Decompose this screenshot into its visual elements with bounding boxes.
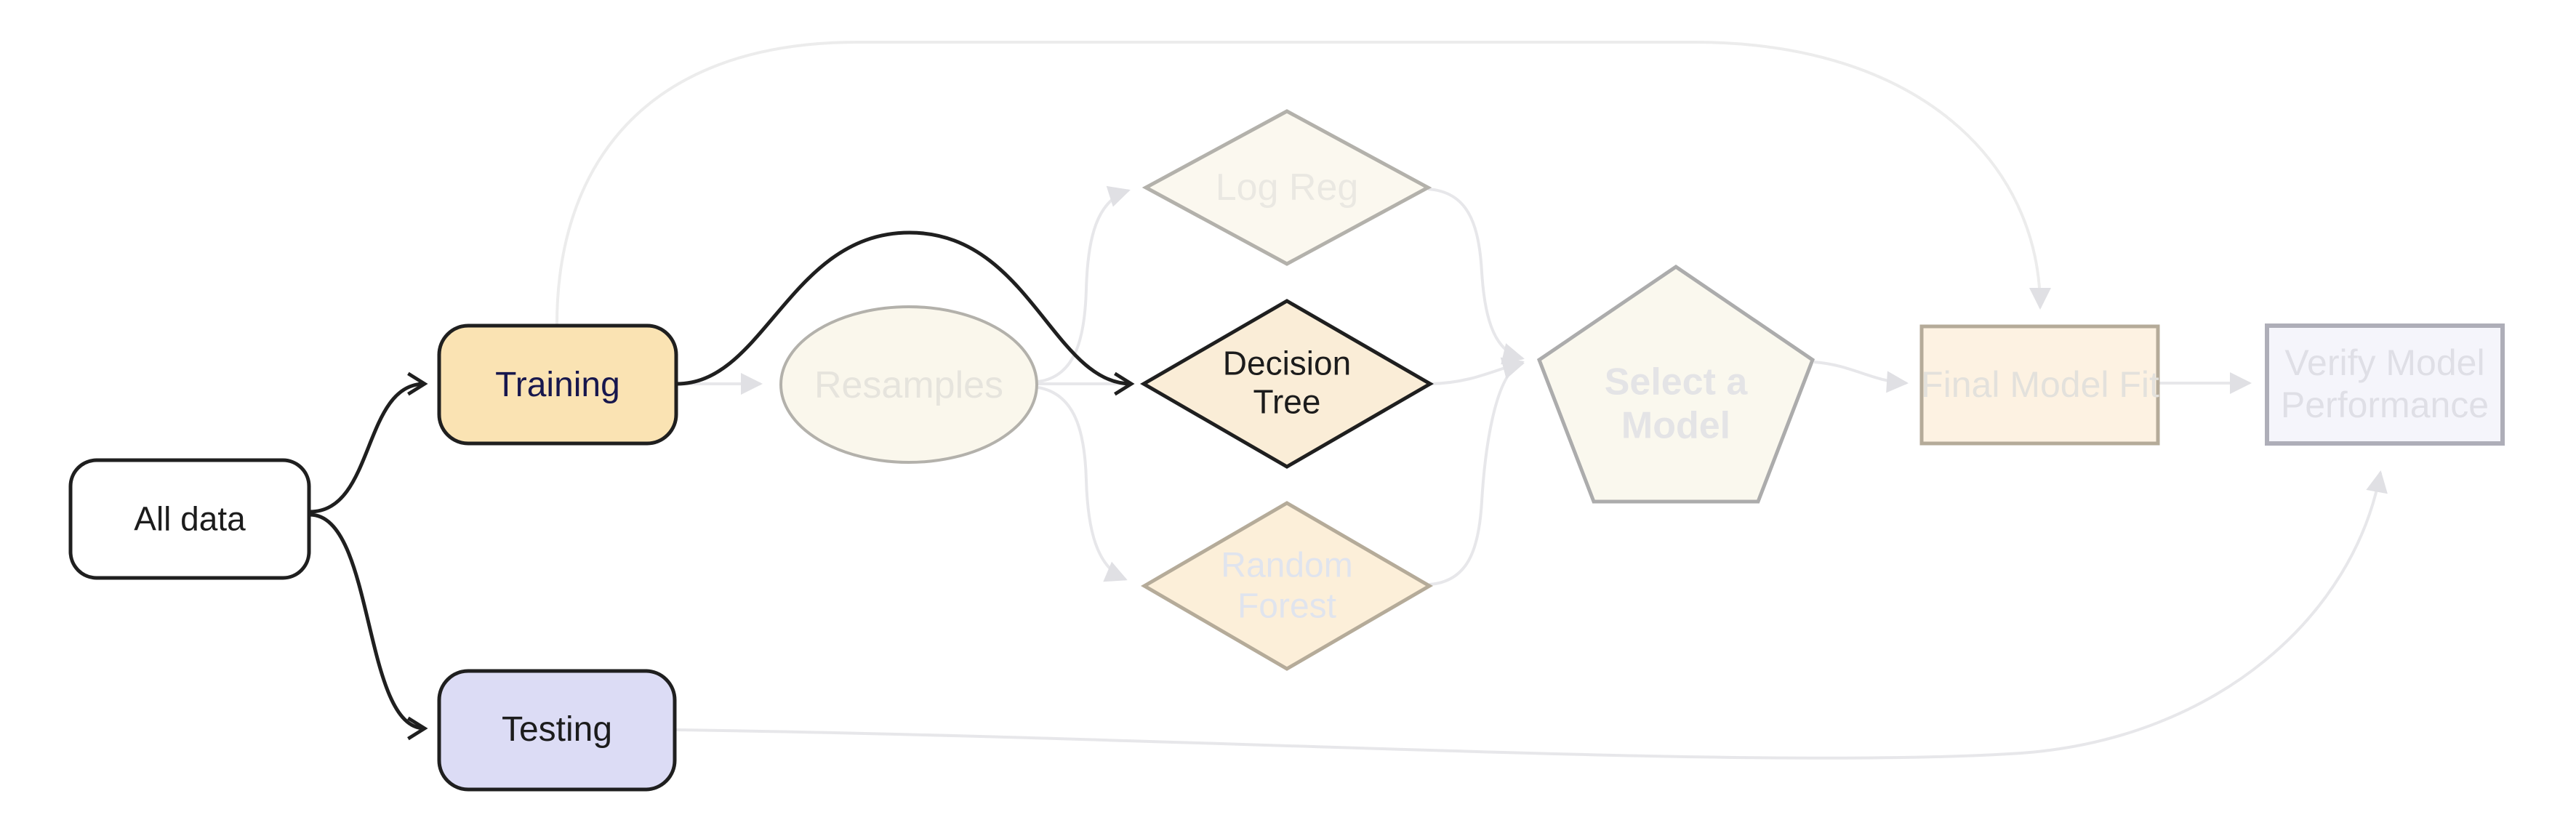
active-edges bbox=[309, 230, 1135, 741]
log-reg-node bbox=[1141, 109, 1432, 266]
edge-resamples-to-random-forest bbox=[1038, 386, 1128, 582]
edge-select-model-to-final-model-fit bbox=[1813, 361, 1909, 393]
verify-node bbox=[2265, 323, 2505, 446]
edge-resamples-to-log-reg bbox=[1038, 185, 1131, 383]
resamples-node bbox=[779, 305, 1038, 464]
node-shapes bbox=[68, 109, 2505, 792]
random-forest-node bbox=[1141, 501, 1433, 671]
testing-node bbox=[437, 669, 677, 792]
all-data-node bbox=[68, 458, 311, 580]
edge-all-data-to-training bbox=[309, 371, 428, 514]
edge-testing-to-verify bbox=[675, 470, 2388, 760]
edge-training-to-final-model-fit-arc bbox=[555, 41, 2051, 325]
edge-log-reg-to-select-model bbox=[1427, 188, 1525, 365]
training-node bbox=[437, 323, 678, 446]
decision-tree-node bbox=[1140, 299, 1434, 469]
faded-edges bbox=[555, 41, 2388, 760]
select-model-node bbox=[1536, 264, 1815, 504]
edge-all-data-to-testing bbox=[309, 512, 428, 741]
edge-training-to-decision-tree bbox=[676, 230, 1135, 396]
final-model-fit-node bbox=[1919, 324, 2160, 446]
edge-random-forest-to-select-model bbox=[1429, 358, 1525, 586]
